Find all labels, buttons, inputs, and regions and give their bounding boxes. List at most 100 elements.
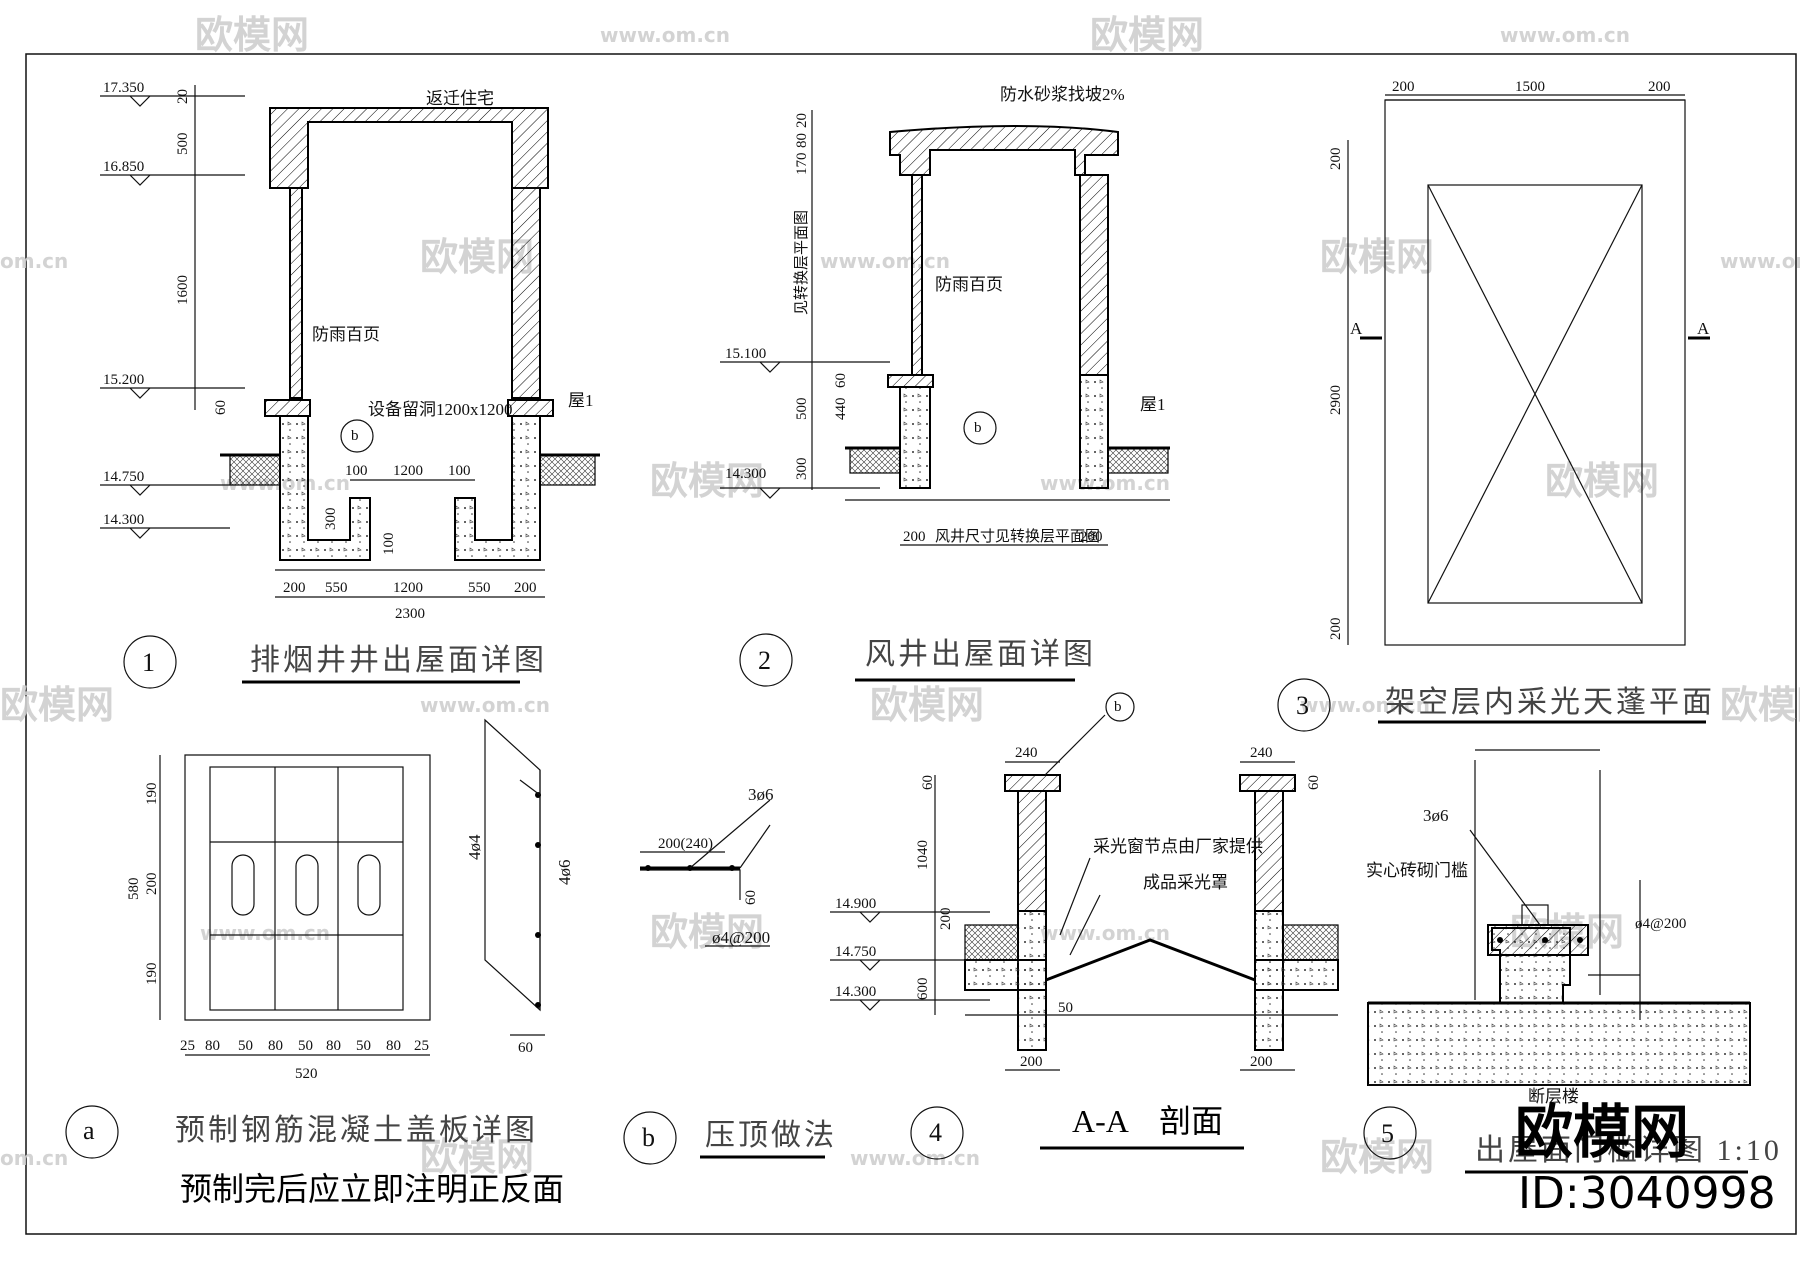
detail-ref-circle bbox=[963, 411, 997, 445]
dimension-label: 200 bbox=[1080, 529, 1103, 545]
label-louver: 防雨百页 bbox=[935, 275, 1003, 294]
detail-ref: b bbox=[351, 428, 359, 444]
detail-number: b bbox=[642, 1123, 655, 1152]
detail-4-section-aa: 14.900 14.750 14.300 60 1040 200 600 采光窗… bbox=[830, 692, 1339, 1160]
elevation-label: 15.100 bbox=[725, 346, 766, 362]
elevation-label: 14.300 bbox=[103, 512, 144, 528]
detail-number-circle bbox=[1363, 1106, 1417, 1160]
dimension-label: 200 bbox=[1648, 79, 1671, 95]
dimension-label: 200 bbox=[1328, 148, 1344, 171]
watermark-url: www.om.cn bbox=[200, 921, 330, 945]
dimension-label: 200 bbox=[514, 580, 537, 596]
watermark: 欧模网 bbox=[1090, 13, 1204, 57]
watermark: 欧模网 bbox=[870, 683, 984, 727]
dimension-label: 200 bbox=[1250, 1054, 1273, 1070]
watermark-url: www.om.cn bbox=[420, 693, 550, 717]
detail-number-circle bbox=[623, 1111, 677, 1165]
elevation-label: 14.300 bbox=[835, 984, 876, 1000]
label-top: 返迁住宅 bbox=[426, 89, 494, 108]
detail-number: 5 bbox=[1381, 1119, 1394, 1148]
detail-ref: b bbox=[1114, 699, 1122, 715]
detail-number-circle bbox=[1277, 678, 1331, 732]
dimension-label: 200 bbox=[1392, 79, 1415, 95]
watermark: 欧模网 bbox=[0, 683, 114, 727]
dimension-label: 60 bbox=[1306, 775, 1322, 790]
dimension-label: 60 bbox=[833, 373, 849, 388]
detail-2-air-shaft: 15.100 14.300 20 80 170 60 440 500 300 见… bbox=[720, 85, 1170, 687]
rebar-label: 3ø6 bbox=[1423, 806, 1449, 825]
elevation-label: 14.900 bbox=[835, 896, 876, 912]
watermark-url: www.om.cn bbox=[1300, 693, 1430, 717]
dimension-label: 600 bbox=[915, 978, 931, 1001]
dimension-label: 200 bbox=[1020, 1054, 1043, 1070]
detail-title: 预制钢筋混凝土盖板详图 bbox=[175, 1114, 538, 1147]
dimension-label: 100 bbox=[381, 533, 397, 556]
detail-number: 1 bbox=[142, 648, 155, 677]
dimension-label: 200(240) bbox=[658, 836, 713, 852]
watermark: 欧模网 bbox=[420, 1135, 534, 1179]
watermark-url: www.om.cn bbox=[1500, 23, 1630, 47]
dimension-label: 580 bbox=[126, 878, 142, 901]
detail-b-coping: 3ø6 200(240) 60 ø4@200 b 压顶做法 bbox=[623, 785, 834, 1165]
label-louver: 防雨百页 bbox=[312, 325, 380, 344]
detail-number-circle bbox=[739, 633, 793, 687]
dimension-label: 1500 bbox=[1515, 79, 1545, 95]
brand-logo: 欧模网 bbox=[1515, 1098, 1689, 1166]
dimension-label: 500 bbox=[175, 133, 191, 156]
dimension-label: 80 bbox=[794, 133, 810, 148]
label-skylight: 成品采光罩 bbox=[1143, 873, 1228, 892]
dimension-label: 25 bbox=[180, 1038, 195, 1054]
dimension-label: 2900 bbox=[1328, 385, 1344, 415]
detail-a-cover-slab: 190 200 190 580 25 80 50 80 50 80 50 80 … bbox=[65, 718, 574, 1207]
label-threshold: 实心砖砌门槛 bbox=[1366, 861, 1468, 880]
section-mark: A bbox=[1697, 319, 1710, 338]
detail-ref-circle bbox=[340, 419, 374, 453]
detail-number-circle bbox=[65, 1105, 119, 1159]
watermark: 欧模网 bbox=[650, 910, 764, 954]
watermark: 欧模网 bbox=[1545, 459, 1659, 503]
dimension-label: 1200 bbox=[393, 463, 423, 479]
dimension-label: 1040 bbox=[915, 840, 931, 870]
dimension-label: 1600 bbox=[175, 275, 191, 305]
elevation-label: 14.300 bbox=[725, 466, 766, 482]
rebar-label: ø4@200 bbox=[712, 928, 770, 947]
sheet-frame bbox=[25, 53, 1797, 1235]
elevation-label: 17.350 bbox=[103, 80, 144, 96]
dimension-label: 300 bbox=[794, 458, 810, 481]
dimension-label: 190 bbox=[144, 783, 160, 806]
watermark: 欧模网 bbox=[1320, 235, 1434, 279]
watermark: 欧模网 bbox=[1320, 1135, 1434, 1179]
label-opening: 设备留洞1200x1200 bbox=[368, 400, 513, 419]
label-note: 风井尺寸见转换层平面图 bbox=[935, 528, 1100, 545]
dimension-label: 50 bbox=[298, 1038, 313, 1054]
rebar-label: 4ø6 bbox=[555, 860, 574, 886]
watermark-url: www.om.cn bbox=[850, 1146, 980, 1170]
dimension-label: 550 bbox=[468, 580, 491, 596]
detail-title: 风井出屋面详图 bbox=[865, 638, 1096, 671]
detail-title: 架空层内采光天蓬平面 bbox=[1385, 686, 1715, 719]
dimension-label: 100 bbox=[345, 463, 368, 479]
rebar-label: 4ø4 bbox=[465, 834, 484, 860]
detail-number: 2 bbox=[758, 646, 771, 675]
rebar-label: 3ø6 bbox=[748, 785, 774, 804]
dimension-label: 80 bbox=[268, 1038, 283, 1054]
label-roof: 屋1 bbox=[1140, 395, 1166, 414]
dimension-label: 550 bbox=[325, 580, 348, 596]
elevation-label: 16.850 bbox=[103, 159, 144, 175]
dimension-label: 1200 bbox=[393, 580, 423, 596]
elevation-label: 14.750 bbox=[835, 944, 876, 960]
dimension-label: 60 bbox=[518, 1040, 533, 1056]
dimension-label: 240 bbox=[1015, 745, 1038, 761]
dimension-label: 80 bbox=[205, 1038, 220, 1054]
dimension-label: 200 bbox=[938, 908, 954, 931]
watermark-url: www.om.cn bbox=[820, 249, 950, 273]
label-layer: 断层楼 bbox=[1528, 1087, 1579, 1106]
watermark-url: om.cn bbox=[0, 249, 68, 273]
dimension-label: 60 bbox=[920, 775, 936, 790]
detail-note: 预制完后应立即注明正反面 bbox=[180, 1171, 564, 1207]
detail-title: 出屋面门槛详图 1:10 bbox=[1475, 1134, 1782, 1167]
dimension-label: 500 bbox=[794, 398, 810, 421]
rebar-label: ø4@200 bbox=[1635, 916, 1686, 932]
detail-5-threshold: 实心砖砌门槛 3ø6 ø4@200 断层楼 5 出屋面门槛详图 1:10 bbox=[1363, 749, 1782, 1174]
